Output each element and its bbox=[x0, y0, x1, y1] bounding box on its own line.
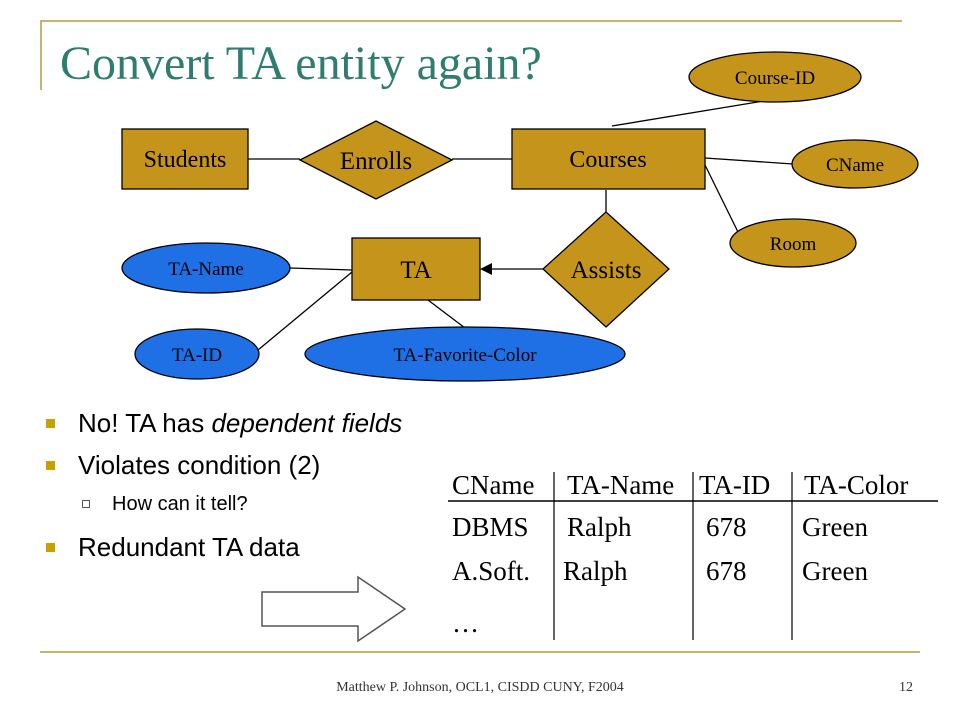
sub-bullet-text: How can it tell? bbox=[112, 493, 248, 515]
table-cell: 678 bbox=[706, 512, 747, 542]
table-cell: Green bbox=[802, 512, 868, 542]
ta-label: TA bbox=[400, 257, 431, 284]
table-header-ta-name: TA-Name bbox=[567, 470, 675, 500]
table-cell: Green bbox=[802, 556, 868, 586]
table-cell: 678 bbox=[706, 556, 747, 586]
assists-relationship bbox=[542, 211, 670, 328]
frame-bottom-rule bbox=[40, 651, 920, 653]
table-grid bbox=[448, 472, 938, 640]
ta-favorite-color-attribute bbox=[304, 326, 626, 382]
ta-taid-line bbox=[257, 271, 353, 351]
bullet-text: Violates condition (2) bbox=[78, 450, 321, 480]
slide-footer: Matthew P. Johnson, OCL1, CISDD CUNY, F2… bbox=[336, 680, 624, 695]
cname-label: CName bbox=[826, 155, 884, 176]
students-entity bbox=[121, 128, 249, 190]
table-header-ta-id: TA-ID bbox=[699, 470, 771, 500]
ta-favcolor-line bbox=[427, 299, 466, 329]
bullet-redundant-data: Redundant TA data bbox=[40, 529, 440, 571]
table-header-cname: CName bbox=[452, 470, 535, 500]
courses-label: Courses bbox=[569, 147, 646, 173]
bullet-violates-condition: Violates condition (2) bbox=[40, 447, 440, 489]
cname-attribute bbox=[791, 139, 919, 189]
course-id-label: Course-ID bbox=[735, 68, 815, 89]
courses-courseid-line bbox=[611, 99, 771, 127]
table-cell: Ralph bbox=[563, 556, 628, 586]
table-cell: DBMS bbox=[452, 512, 529, 542]
courses-entity bbox=[511, 128, 706, 190]
ta-entity bbox=[351, 237, 481, 301]
frame-left-rule bbox=[40, 20, 42, 90]
room-label: Room bbox=[770, 234, 817, 255]
slide-title: Convert TA entity again? bbox=[60, 37, 542, 90]
bullet-dependent-fields: No! TA has dependent fields bbox=[40, 405, 440, 447]
ta-name-attribute bbox=[121, 242, 291, 294]
room-attribute bbox=[729, 218, 857, 268]
table-cell: Ralph bbox=[567, 512, 632, 542]
er-diagram: Students Enrolls Courses Course-ID CName… bbox=[121, 51, 919, 382]
table-ellipsis: … bbox=[452, 608, 479, 638]
ta-id-label: TA-ID bbox=[172, 345, 222, 366]
assists-label: Assists bbox=[571, 257, 642, 284]
ta-favorite-color-label: TA-Favorite-Color bbox=[393, 345, 537, 366]
page-number: 12 bbox=[899, 680, 913, 695]
right-arrow-icon bbox=[261, 575, 407, 643]
bullet-emphasis: dependent fields bbox=[211, 408, 403, 438]
enrolls-relationship bbox=[298, 120, 454, 200]
courses-cname-line bbox=[704, 157, 794, 165]
courses-room-line bbox=[704, 164, 739, 233]
frame-top-rule bbox=[40, 20, 902, 22]
bullet-text: Redundant TA data bbox=[78, 532, 300, 562]
ta-name-label: TA-Name bbox=[168, 259, 244, 280]
assists-ta-arrowhead bbox=[480, 263, 492, 275]
bullet-text: No! TA has bbox=[78, 408, 212, 438]
table-cell: A.Soft. bbox=[452, 556, 531, 586]
ta-id-attribute bbox=[134, 328, 260, 380]
sub-bullet-how-tell: How can it tell? bbox=[40, 489, 440, 529]
course-id-attribute bbox=[688, 51, 862, 103]
bullet-list: No! TA has dependent fields Violates con… bbox=[40, 405, 440, 571]
enrolls-label: Enrolls bbox=[340, 148, 412, 175]
ta-taname-line bbox=[289, 267, 353, 271]
students-label: Students bbox=[144, 147, 227, 173]
table-header-ta-color: TA-Color bbox=[804, 470, 909, 500]
